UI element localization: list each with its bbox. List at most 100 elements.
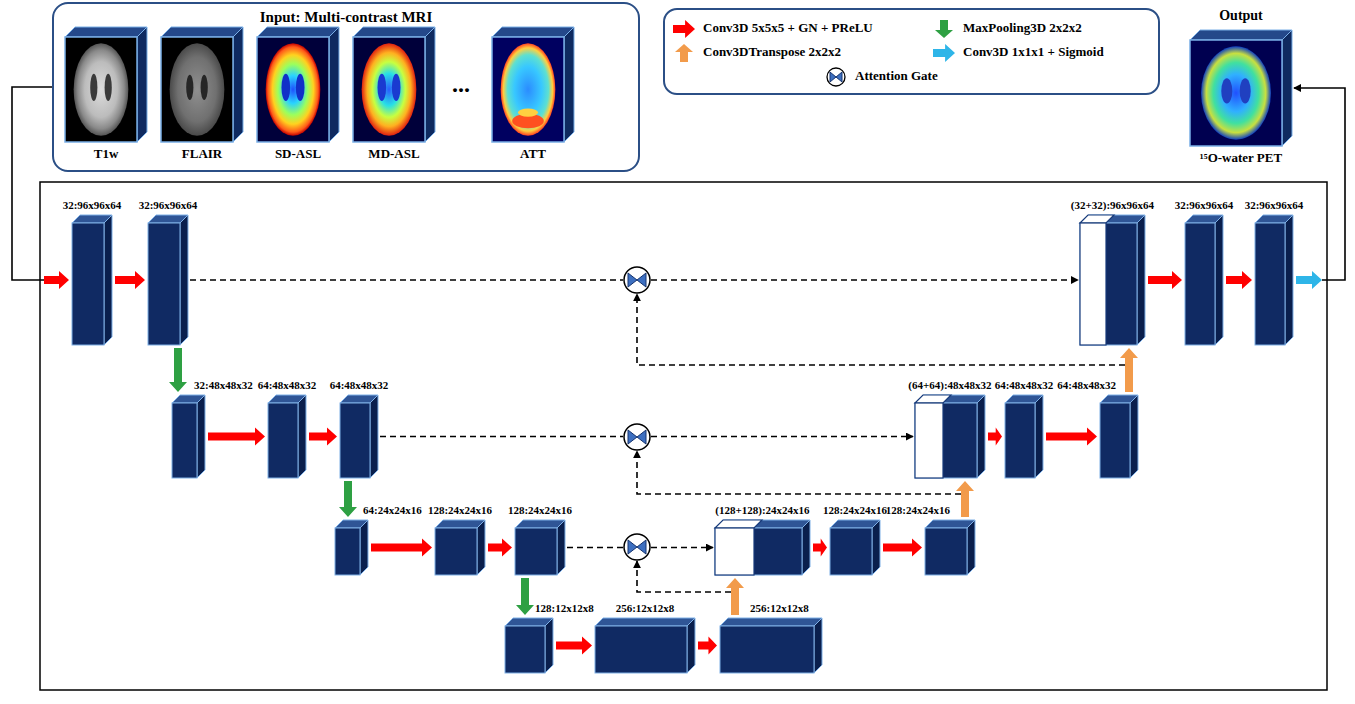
gate-circle <box>827 68 845 86</box>
concat-top <box>1080 215 1114 223</box>
volume-side <box>1282 30 1292 146</box>
image-label: MD-ASL <box>368 146 419 162</box>
legend-text: Conv3DTranspose 2x2x2 <box>703 44 841 60</box>
sampling-arrow-shape <box>169 348 187 392</box>
volume-slice <box>257 37 329 142</box>
feature-cuboid <box>1255 215 1293 345</box>
mri-volume: MD-ASL <box>353 27 435 142</box>
cuboid-front <box>340 403 370 478</box>
feature-cuboid <box>1100 395 1138 478</box>
feature-map: 64:48x48x32 <box>1005 395 1043 478</box>
upconv-arrow <box>956 481 974 517</box>
cuboid-front <box>925 528 967 575</box>
cuboid-side <box>1215 215 1223 345</box>
brain-map <box>501 43 556 135</box>
feature-cuboid <box>1005 395 1043 478</box>
feature-map: 32:48x48x32 <box>172 395 205 478</box>
feature-size-label: 64:48x48x32 <box>995 379 1054 392</box>
feature-cuboid <box>435 520 485 575</box>
legend-swatch <box>931 43 957 63</box>
gate-wing <box>637 273 646 287</box>
brain-map <box>1201 46 1271 139</box>
cuboid-front <box>915 403 977 478</box>
feature-size-label: 64:24x24x16 <box>363 504 422 517</box>
cuboid-front <box>268 403 298 478</box>
conv-arrow <box>371 539 432 557</box>
input-link <box>12 87 69 289</box>
brain-map <box>362 43 417 135</box>
conv-arrow-shape <box>988 428 1002 446</box>
concat-feature-map: (128+128):24x24x16 <box>715 520 810 575</box>
legend-arrow <box>673 20 695 38</box>
feature-map: 128:24x24x16 <box>515 520 565 575</box>
brain-structure <box>201 75 208 100</box>
conv-arrow <box>488 539 512 557</box>
legend-text: Attention Gate <box>855 68 938 84</box>
image-label: ATT <box>520 146 546 162</box>
concat-front <box>915 403 943 478</box>
gating-signal <box>637 294 1125 365</box>
conv-arrow <box>1226 271 1252 289</box>
mri-volume: T1w <box>65 27 147 142</box>
cuboid-side <box>1285 215 1293 345</box>
conv-arrow <box>115 271 145 289</box>
volume-top <box>257 27 339 37</box>
feature-cuboid <box>925 520 975 575</box>
legend-text: MaxPooling3D 2x2x2 <box>963 20 1082 36</box>
mri-volume: ATT <box>492 27 574 142</box>
mri-volume: FLAIR <box>161 27 243 142</box>
panel-heading: Input: Multi-contrast MRI <box>260 8 433 26</box>
brain-structure <box>1221 78 1232 103</box>
cuboid-front <box>1005 403 1035 478</box>
volume-image <box>492 27 574 142</box>
volume-side <box>233 27 243 142</box>
volume-slice <box>1190 40 1282 146</box>
cuboid-side <box>802 520 810 575</box>
conv-arrow-shape <box>698 637 717 655</box>
feature-size-label: 64:48x48x32 <box>1057 379 1116 392</box>
volume-slice <box>65 37 137 142</box>
feature-size-label: 256:12x12x8 <box>750 602 809 615</box>
feature-cuboid <box>715 520 810 575</box>
legend-arrow <box>935 20 953 38</box>
conv-arrow-shape <box>1046 428 1097 446</box>
legend-swatch <box>671 19 697 39</box>
feature-map: 128:24x24x16 <box>435 520 485 575</box>
concat-feature-map: (64+64):48x48x32 <box>915 395 985 478</box>
brain-structure <box>392 74 401 101</box>
feature-size-label: 32:48x48x32 <box>194 379 253 392</box>
gating-signal <box>637 451 961 494</box>
brain-structure <box>518 108 538 116</box>
legend-box: Conv3D 5x5x5 + GN + PReLU MaxPooling3D 2x… <box>663 8 1160 95</box>
legend-entry: Conv3D 5x5x5 + GN + PReLU <box>671 19 921 39</box>
gate-circle <box>624 267 650 293</box>
volume-top <box>65 27 147 37</box>
cuboid-front <box>830 528 872 575</box>
cuboid-front <box>435 528 477 575</box>
brain-map <box>170 43 225 135</box>
legend-arrow <box>933 44 955 62</box>
volume-top <box>353 27 435 37</box>
volume-image <box>353 27 435 142</box>
brain-structure <box>281 74 290 101</box>
feature-cuboid <box>595 618 695 673</box>
sigmoid-arrow-shape <box>1296 271 1322 289</box>
conv-arrow <box>556 637 592 655</box>
cuboid-front <box>1080 223 1137 345</box>
feature-cuboid <box>505 618 553 673</box>
brain-structure <box>90 74 97 101</box>
cuboid-front <box>505 626 545 673</box>
brain-structure <box>377 74 386 101</box>
cuboid-side <box>1130 395 1138 478</box>
gate-wing <box>637 430 646 444</box>
volume-side <box>425 27 435 142</box>
output-volume: Output¹⁵O-water PET <box>1190 30 1292 146</box>
feature-map: 64:24x24x16 <box>335 520 368 575</box>
feature-map: 256:12x12x8 <box>720 618 822 673</box>
feature-cuboid <box>335 520 368 575</box>
concat-top <box>715 520 762 528</box>
output-label: Output <box>1219 8 1263 25</box>
conv-arrow-shape <box>1226 271 1252 289</box>
feature-size-label: 32:96x96x64 <box>139 199 198 212</box>
legend-arrow <box>675 44 693 62</box>
